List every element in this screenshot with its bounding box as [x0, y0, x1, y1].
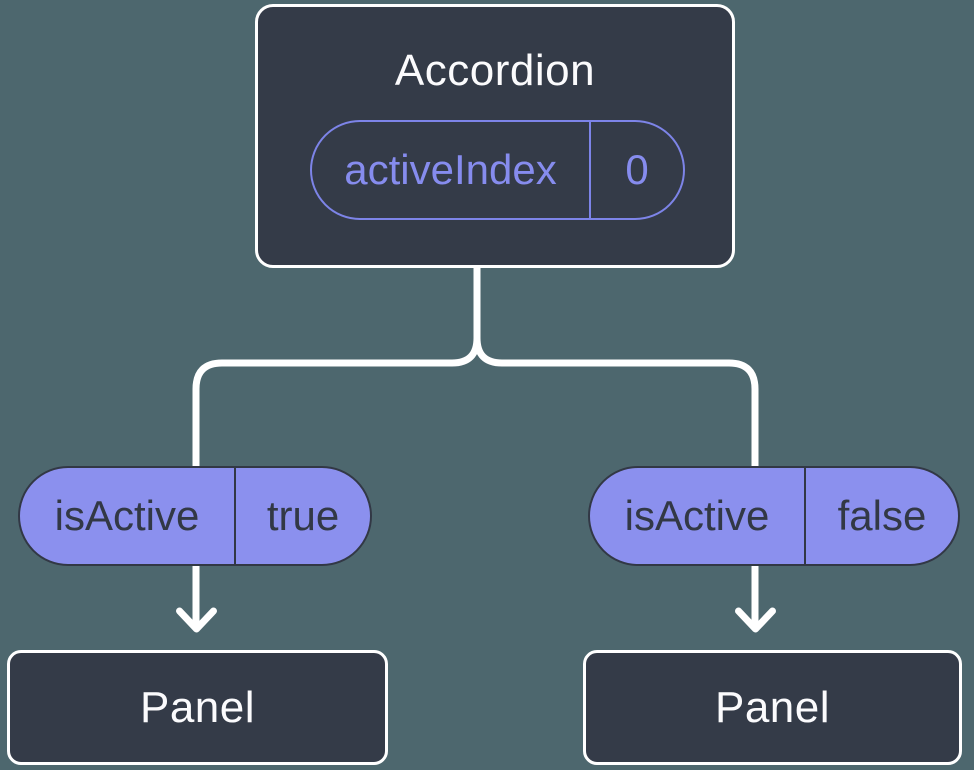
prop-value-label: 0: [589, 122, 683, 218]
prop-name-label: isActive: [54, 492, 200, 539]
accordion-node: Accordion activeIndex 0: [255, 4, 735, 268]
active-index-prop-pill: activeIndex 0: [310, 120, 685, 220]
accordion-node-title: Accordion: [394, 46, 596, 95]
is-active-true-pill: isActive true: [18, 466, 372, 566]
prop-value-label: false: [804, 468, 958, 564]
prop-name-label: isActive: [624, 492, 770, 539]
arrow-down-left-icon: [176, 562, 217, 633]
panel-node-title: Panel: [139, 682, 256, 732]
panel-node-left: Panel: [7, 650, 388, 765]
panel-node-right: Panel: [583, 650, 962, 765]
panel-node-title: Panel: [714, 682, 831, 732]
fork-connector: [192, 266, 759, 468]
is-active-false-pill: isActive false: [588, 466, 960, 566]
arrow-down-right-icon: [735, 562, 776, 633]
prop-value-label: true: [234, 468, 370, 564]
prop-name-label: activeIndex: [344, 146, 557, 193]
